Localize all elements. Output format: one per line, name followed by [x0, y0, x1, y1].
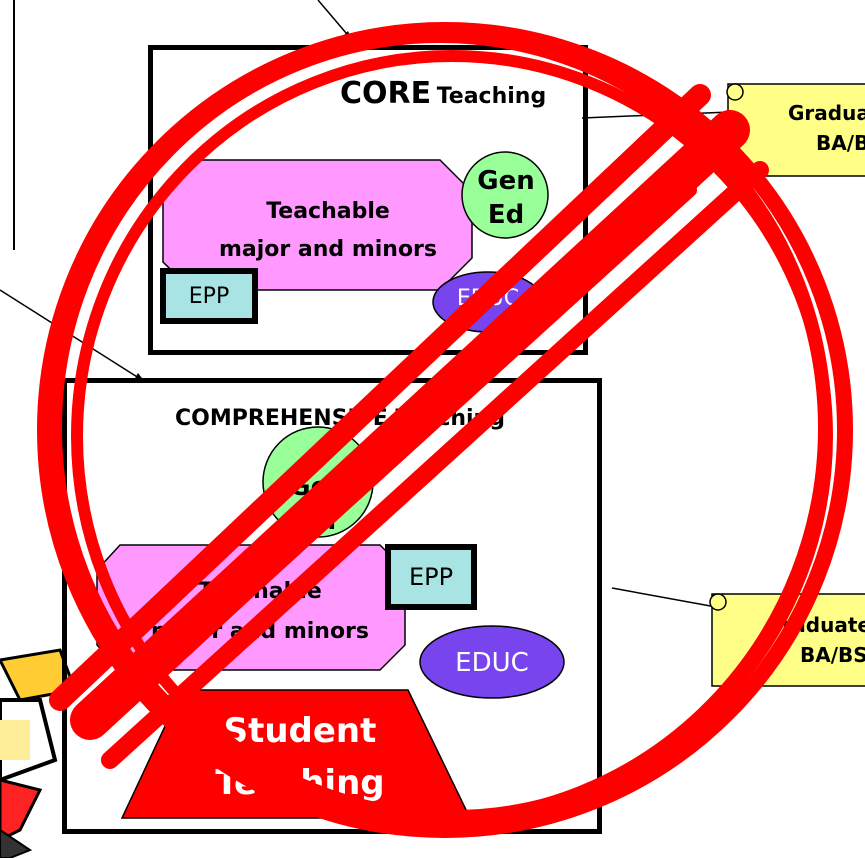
arrow-head-core — [343, 31, 352, 40]
comp-title: COMPREHENSIVE Teaching — [175, 406, 505, 431]
core-epp-tag: EPP — [160, 268, 258, 324]
scroll-bottom-label: Graduate BA/BS — [760, 610, 865, 670]
scroll-top-label: Graduate BA/BS — [760, 98, 865, 158]
core-gen-line1: Gen — [477, 166, 535, 196]
core-teachable-line2: major and minors — [218, 237, 438, 262]
comp-gen-ed-label: Gen Ed — [280, 470, 356, 538]
core-title: CORE Teaching — [340, 76, 546, 111]
scroll-bottom-line2: BA/BS — [800, 643, 865, 667]
core-gen-ed-label: Gen Ed — [468, 164, 544, 232]
line-core-to-scroll — [581, 111, 731, 119]
scroll-bottom-line1: Graduate — [766, 613, 865, 637]
comp-epp-tag: EPP — [385, 544, 477, 610]
comp-teachable-line2: major and minors — [150, 619, 370, 644]
comp-gen-line1: Gen — [289, 472, 347, 502]
arrow-to-comprehensive — [0, 289, 143, 381]
comp-teachable-line1: Teachable — [198, 579, 322, 604]
core-gen-line2: Ed — [487, 200, 525, 230]
line-comp-to-scroll — [611, 587, 717, 608]
comp-educ-label: EDUC — [455, 648, 529, 678]
core-teachable-line1: Teachable — [266, 199, 390, 224]
student-line2: Teaching — [215, 763, 385, 803]
core-teachable-label: Teachable major and minors — [218, 193, 438, 269]
scroll-top-line2: BA/BS — [816, 131, 865, 155]
core-title-big: CORE — [340, 76, 432, 111]
scroll-top-line1: Graduate — [788, 101, 865, 125]
comp-teachable-label: Teachable major and minors — [130, 572, 390, 652]
core-title-small: Teaching — [436, 84, 547, 109]
comp-gen-line2: Ed — [299, 506, 337, 536]
core-educ-label: EDUC — [456, 286, 520, 311]
student-teaching-label: Student Teaching — [160, 705, 440, 809]
student-line1: Student — [223, 711, 377, 751]
